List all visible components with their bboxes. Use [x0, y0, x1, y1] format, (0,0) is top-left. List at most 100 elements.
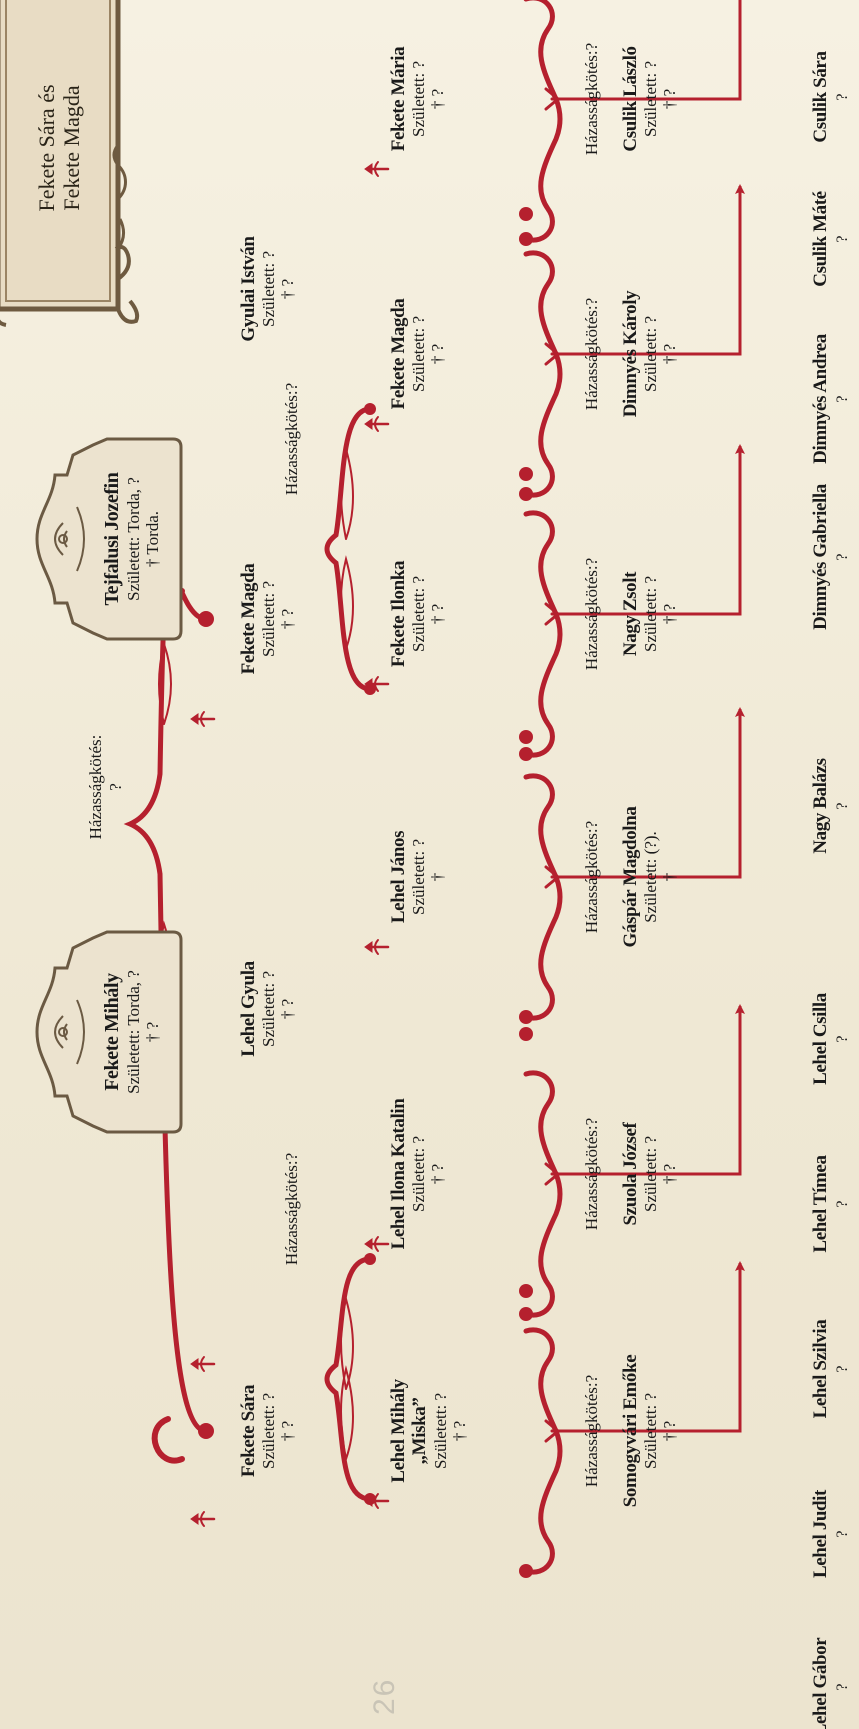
person-died: † ? — [428, 1163, 448, 1185]
spouse-died: † — [660, 872, 680, 882]
spouse-born: Született: ? — [641, 61, 661, 138]
couple-marriage: Házasságkötés:? — [582, 820, 601, 934]
person-born: Született: ? — [259, 971, 279, 1048]
grandchild-name: Lehel Tímea — [810, 1155, 831, 1253]
couple-ornament — [519, 725, 742, 1024]
couple-ornament — [519, 202, 742, 501]
spouse-died: † ? — [660, 1163, 680, 1185]
spouse-died: † ? — [660, 1420, 680, 1442]
page-number: 26 — [368, 1677, 401, 1715]
person-died: † ? — [278, 998, 298, 1020]
person-name: Gyulai István — [238, 236, 259, 342]
couple-marriage: Házasságkötés:? — [582, 42, 601, 156]
grandchild-born: ? — [833, 1530, 851, 1538]
couple-marriage: Házasságkötés:? — [582, 1374, 601, 1488]
couple-marriage: Házasságkötés:? — [582, 297, 601, 411]
brace-lehel-children — [324, 1253, 376, 1505]
spouse-born: Született: ? — [641, 316, 661, 393]
couple-ornament — [519, 0, 742, 246]
gen2-marriage: Házasságkötés:? — [282, 1152, 301, 1266]
spouse-name: Dimnyés Károly — [620, 290, 641, 418]
mother-died: † Torda. — [143, 510, 163, 568]
mother-name: Tejfalusi Jozefin — [101, 472, 123, 606]
cartouche-frame — [35, 930, 183, 1134]
person-name: Lehel János — [388, 830, 409, 924]
frame-text: Fekete Sára és Fekete Magda — [34, 19, 85, 277]
grandchild: Lehel Judit? — [810, 1444, 852, 1624]
grandchild: Nagy Balázs? — [810, 716, 852, 896]
couple-marriage: Házasságkötés:? — [582, 1117, 601, 1231]
child-name-block: Lehel Mihály„Miska”Született: ?† ? — [388, 1326, 469, 1536]
grandchild: Lehel Csilla? — [810, 949, 852, 1129]
ornate-title-frame: Fekete Sára és Fekete Magda — [0, 0, 140, 339]
ancestor-card-mother: Tejfalusi Jozefin Született: Torda, ? † … — [33, 427, 185, 651]
grandchild-name: Lehel Judit — [810, 1490, 831, 1578]
grandchild-born: ? — [833, 93, 851, 101]
spouse-name: Csulik László — [620, 46, 641, 152]
person-born: Született: ? — [409, 316, 429, 393]
spouse-born: Született: ? — [641, 1136, 661, 1213]
couple-marriage: Házasságkötés:? — [582, 557, 601, 671]
spouse-name: Szuola József — [620, 1122, 641, 1226]
grandchild-born: ? — [833, 395, 851, 403]
person-died: † ? — [428, 603, 448, 625]
lineage-marker-icon — [190, 711, 216, 727]
grandchild: Dimnyés Andrea? — [810, 309, 852, 489]
spouse-name: Nagy Zsolt — [620, 571, 641, 657]
connector-layer — [123, 0, 745, 1578]
frame-line-1: Fekete Sára és — [34, 84, 59, 212]
grandchild-born: ? — [833, 1035, 851, 1043]
couple-ornament — [519, 1279, 742, 1578]
couple-ornament — [519, 1022, 742, 1321]
gen1-marriage: Házasságkötés: ? — [86, 717, 126, 857]
ornate-frame-border — [0, 0, 140, 327]
father-born: Született: Torda, ? — [123, 970, 143, 1094]
father-died: † ? — [143, 1021, 163, 1043]
couple-ornament — [519, 462, 742, 761]
spouse-name: Gáspár Magdolna — [620, 806, 641, 948]
grandchild: Lehel Szilvia? — [810, 1279, 852, 1459]
lineage-marker-icon — [190, 1511, 216, 1527]
grandchild-born: ? — [833, 553, 851, 561]
lineage-marker-icon — [364, 161, 390, 177]
lineage-marker-icon — [364, 676, 390, 692]
spouse-born: Született: ? — [641, 576, 661, 653]
person-died: † ? — [428, 343, 448, 365]
person-name: Fekete Ilonka — [388, 560, 409, 668]
spouse-died: † ? — [660, 343, 680, 365]
grandchild: Csulik Sára? — [810, 7, 852, 187]
spouse-died: † ? — [660, 88, 680, 110]
person-name: Fekete Magda — [388, 298, 409, 410]
grandchild-born: ? — [833, 1200, 851, 1208]
spouse-died: † ? — [660, 603, 680, 625]
person-died: † ? — [278, 278, 298, 300]
brace-fekete-children — [324, 403, 376, 695]
person-died: † ? — [278, 608, 298, 630]
grandchild-born: ? — [833, 1365, 851, 1373]
grandchild-born: ? — [833, 802, 851, 810]
person-born: Született: ? — [409, 1136, 429, 1213]
father-name: Fekete Mihály — [101, 973, 123, 1091]
spouse-born: Született: ? — [641, 1393, 661, 1470]
grandchild-name: Nagy Balázs — [810, 758, 831, 854]
person-born: Született: ? — [409, 576, 429, 653]
frame-line-2: Fekete Magda — [59, 85, 85, 211]
spouse-name: Somogyvári Emőke — [620, 1354, 641, 1508]
person-born: Született: ? — [259, 251, 279, 328]
person-name: Lehel Ilona Katalin — [388, 1098, 409, 1250]
grandchild-name: Lehel Csilla — [810, 993, 831, 1085]
person-born: Született: ? — [430, 1393, 450, 1470]
person-died: † — [428, 872, 448, 882]
